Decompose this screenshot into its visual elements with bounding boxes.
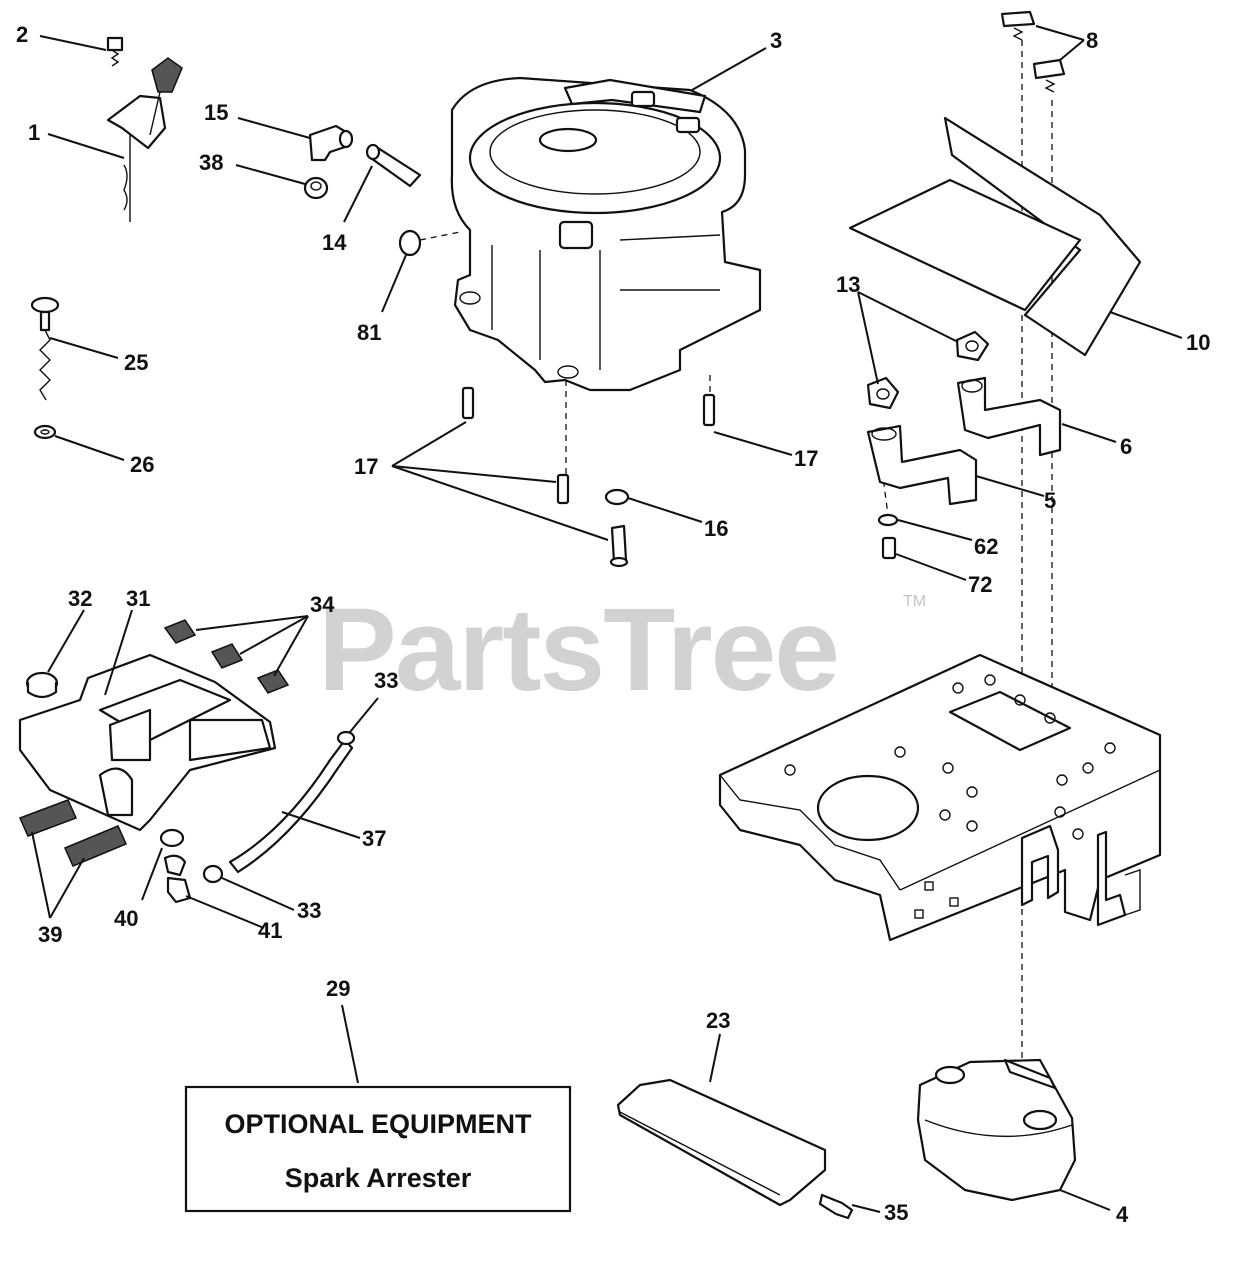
spark-arrester-shield-part xyxy=(616,1078,827,1207)
gasket-parts-13 xyxy=(866,330,990,410)
hose-part-37 xyxy=(202,730,356,884)
watermark-text: PartsTree xyxy=(318,584,838,716)
screw-part-72 xyxy=(881,536,897,560)
callout-5: 5 xyxy=(1044,488,1056,513)
optional-equipment-title: OPTIONAL EQUIPMENT xyxy=(224,1109,532,1139)
lockwasher-part-62 xyxy=(877,513,899,527)
bolt-parts-8 xyxy=(1000,10,1066,93)
callout-15: 15 xyxy=(204,100,228,125)
dipstick-part xyxy=(30,296,60,401)
callout-10: 10 xyxy=(1186,330,1210,355)
callout-33-bottom: 33 xyxy=(297,898,321,923)
callout-81: 81 xyxy=(357,320,381,345)
heat-shield-part xyxy=(848,116,1142,357)
callout-13: 13 xyxy=(836,272,860,297)
fitting-part-81 xyxy=(398,229,461,257)
engine-part xyxy=(450,76,762,392)
air-filter-housing-part xyxy=(18,653,277,832)
mounting-plate-part xyxy=(718,653,1162,942)
callout-39: 39 xyxy=(38,922,62,947)
callout-3: 3 xyxy=(770,28,782,53)
foam-pad-parts-39 xyxy=(18,799,127,867)
callout-23: 23 xyxy=(706,1008,730,1033)
bolt-parts-17 xyxy=(461,386,716,568)
pipe-part-14 xyxy=(365,143,422,188)
throttle-control-part xyxy=(106,36,183,222)
callout-8: 8 xyxy=(1086,28,1098,53)
callout-62: 62 xyxy=(974,534,998,559)
optional-equipment-box: OPTIONAL EQUIPMENT Spark Arrester xyxy=(184,1085,572,1213)
callout-1: 1 xyxy=(28,120,40,145)
callout-35: 35 xyxy=(884,1200,908,1225)
callout-14: 14 xyxy=(322,230,347,255)
callout-labels: 2 1 3 15 38 14 81 8 10 13 6 5 62 72 25 2… xyxy=(16,22,1210,1227)
callout-17-left: 17 xyxy=(354,454,378,479)
callout-4: 4 xyxy=(1116,1202,1129,1227)
callout-6: 6 xyxy=(1120,434,1132,459)
muffler-part xyxy=(916,1058,1077,1202)
callout-38: 38 xyxy=(199,150,223,175)
cap-part-32 xyxy=(25,671,59,699)
callout-25: 25 xyxy=(124,350,148,375)
callout-17-right: 17 xyxy=(794,446,818,471)
exhaust-pipe-part-5 xyxy=(866,424,978,506)
exhaust-pipe-part-6 xyxy=(956,376,1062,457)
watermark-trademark: TM xyxy=(903,593,926,610)
callout-26: 26 xyxy=(130,452,154,477)
callout-16: 16 xyxy=(704,516,728,541)
callout-37: 37 xyxy=(362,826,386,851)
callout-2: 2 xyxy=(16,22,28,47)
foam-pad-parts-34 xyxy=(163,619,290,694)
callout-33-top: 33 xyxy=(374,668,398,693)
elbow-part-41 xyxy=(166,876,192,904)
screw-part-35 xyxy=(818,1193,854,1220)
callout-34: 34 xyxy=(310,592,335,617)
gasket-part-40 xyxy=(159,828,187,877)
callout-29: 29 xyxy=(326,976,350,1001)
spark-arrester-label: Spark Arrester xyxy=(285,1163,472,1193)
nut-part-38 xyxy=(303,176,329,200)
washer-part-26 xyxy=(33,424,57,440)
leader-lines xyxy=(31,25,1183,1213)
callout-72: 72 xyxy=(968,572,992,597)
callout-32: 32 xyxy=(68,586,92,611)
callout-41: 41 xyxy=(258,918,282,943)
callout-40: 40 xyxy=(114,906,138,931)
fuel-elbow-part xyxy=(308,124,354,162)
nut-part-16 xyxy=(604,488,630,506)
callout-31: 31 xyxy=(126,586,150,611)
